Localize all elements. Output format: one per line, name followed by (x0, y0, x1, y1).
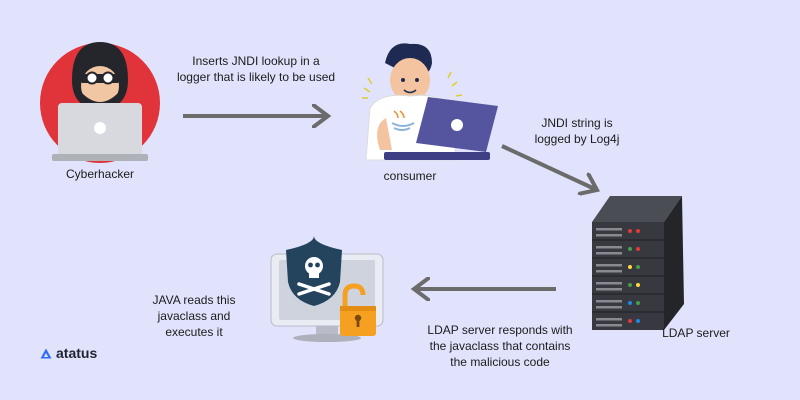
node-label-cyberhacker: Cyberhacker (65, 167, 135, 181)
node-label-ldap-server: LDAP server (662, 326, 730, 340)
atatus-logo-icon (40, 348, 52, 358)
edge-label-server-to-java: LDAP server responds with the javaclass … (427, 323, 573, 369)
server-icon (592, 196, 684, 330)
brand-name: atatus (56, 345, 98, 361)
consumer-icon (362, 43, 498, 161)
edge-label-consumer-to-server: JNDI string is logged by Log4j (534, 116, 620, 146)
java-reads-label: JAVA reads this javaclass and executes i… (152, 293, 236, 339)
brand-logo: atatus (40, 345, 97, 361)
skull-icon (297, 257, 331, 296)
node-label-consumer: consumer (383, 169, 437, 183)
arrow-consumer-to-server (501, 144, 597, 190)
edge-label-hacker-to-consumer: Inserts JNDI lookup in a logger that is … (176, 54, 336, 84)
hacker-icon (40, 42, 160, 163)
padlock-icon (340, 283, 376, 336)
